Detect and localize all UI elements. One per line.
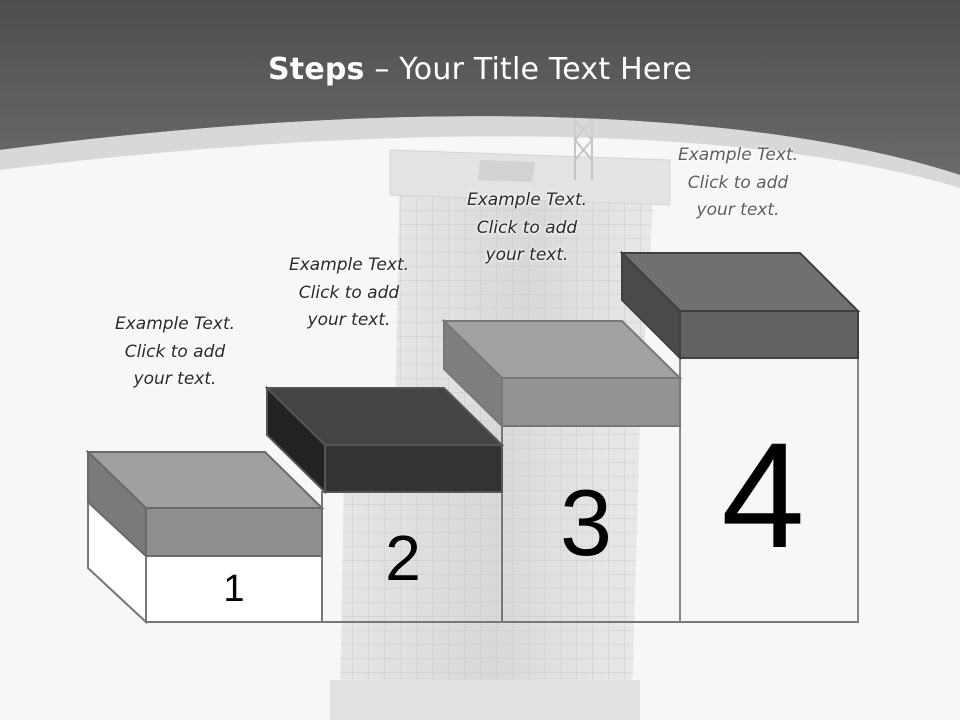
step-4-number: 4: [721, 411, 805, 579]
step-1-caption[interactable]: Example Text. Click to add your text.: [80, 311, 270, 394]
step-2-caption-line: your text.: [307, 310, 391, 330]
step-3-caption-line: Click to add: [476, 217, 578, 238]
step-1-caption-line: your text.: [133, 369, 217, 389]
step-2-number: 2: [385, 522, 421, 594]
step-1-caption-line: Example Text.: [114, 314, 236, 334]
step-4-caption[interactable]: Example Text. Click to add your text.: [643, 142, 833, 225]
step-3-caption-line: Example Text.: [466, 190, 588, 210]
step-3-number: 3: [559, 470, 613, 575]
header-swoosh: [0, 116, 960, 188]
slide-title[interactable]: Steps – Your Title Text Here: [0, 52, 960, 87]
step-3-caption[interactable]: Example Text. Click to add your text.: [432, 187, 622, 270]
title-rest: – Your Title Text Here: [364, 52, 693, 87]
title-bold: Steps: [267, 52, 365, 87]
step-4-lid: [619, 250, 861, 361]
step-4-caption-line: Example Text.: [677, 145, 799, 165]
step-1-lid: [85, 449, 325, 559]
step-4-caption-line: Click to add: [687, 172, 789, 193]
step-2-lid: [264, 385, 505, 495]
step-4-caption-line: your text.: [696, 200, 780, 220]
header-band: [0, 0, 960, 175]
step-3-lid: [441, 318, 683, 429]
step-2-caption-line: Example Text.: [288, 255, 410, 275]
step-3-caption-line: your text.: [485, 245, 569, 265]
step-1-caption-line: Click to add: [124, 341, 226, 362]
step-2-caption-line: Click to add: [298, 282, 400, 303]
step-2-caption[interactable]: Example Text. Click to add your text.: [254, 252, 444, 335]
step-1-number: 1: [223, 568, 245, 610]
